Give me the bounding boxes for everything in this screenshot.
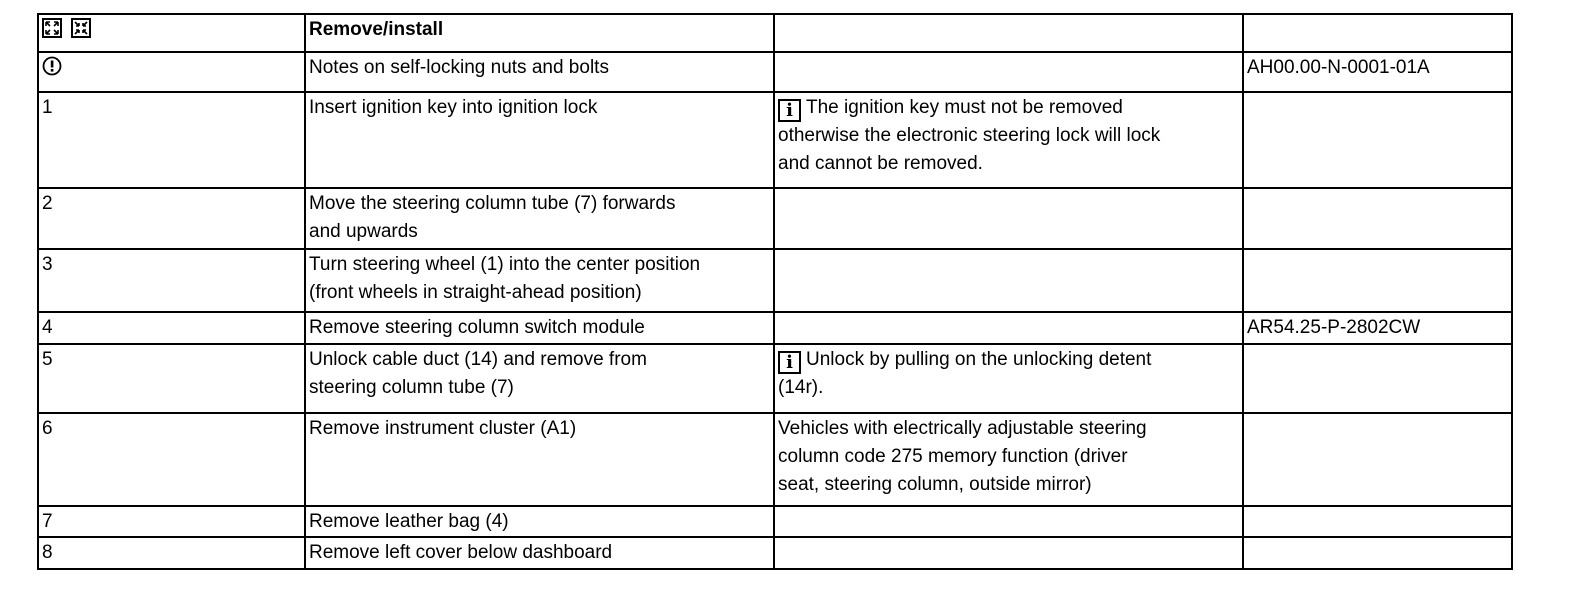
step-action-line: (front wheels in straight-ahead position… bbox=[309, 282, 642, 303]
step-action: Remove steering column switch module bbox=[304, 311, 775, 345]
step-number: 4 bbox=[37, 311, 306, 345]
step-number: 2 bbox=[37, 187, 306, 250]
step-ref bbox=[1242, 343, 1513, 414]
step-ref bbox=[1242, 91, 1513, 189]
procedure-table: Remove/install Notes on self-locking nut… bbox=[37, 13, 1513, 570]
step-ref[interactable]: AR54.25-P-2802CW bbox=[1242, 311, 1513, 345]
step-action-line: Turn steering wheel (1) into the center … bbox=[309, 254, 701, 275]
notes-text: Notes on self-locking nuts and bolts bbox=[304, 51, 775, 93]
table-row: 6 Remove instrument cluster (A1) Vehicle… bbox=[37, 412, 1513, 507]
notes-icon-cell bbox=[37, 51, 306, 93]
step-ref bbox=[1242, 412, 1513, 507]
step-number: 8 bbox=[37, 536, 306, 570]
step-note-line: otherwise the electronic steering lock w… bbox=[778, 125, 1161, 146]
step-number: 1 bbox=[37, 91, 306, 189]
info-icon: i bbox=[778, 99, 801, 122]
step-note bbox=[773, 536, 1244, 570]
step-action-line: Remove steering column switch module bbox=[309, 317, 645, 338]
step-action: Turn steering wheel (1) into the center … bbox=[304, 248, 775, 313]
step-ref bbox=[1242, 187, 1513, 250]
step-number: 7 bbox=[37, 505, 306, 538]
notes-ref[interactable]: AH00.00-N-0001-01A bbox=[1242, 51, 1513, 93]
step-action: Move the steering column tube (7) forwar… bbox=[304, 187, 775, 250]
step-ref bbox=[1242, 248, 1513, 313]
caution-icon bbox=[42, 56, 62, 76]
step-note-line: seat, steering column, outside mirror) bbox=[778, 474, 1092, 495]
step-action-line: Remove instrument cluster (A1) bbox=[309, 418, 577, 439]
table-row: 8 Remove left cover below dashboard bbox=[37, 536, 1513, 570]
step-action: Remove left cover below dashboard bbox=[304, 536, 775, 570]
table-row: 2 Move the steering column tube (7) forw… bbox=[37, 187, 1513, 250]
step-note bbox=[773, 311, 1244, 345]
step-note-line: Vehicles with electrically adjustable st… bbox=[778, 418, 1147, 439]
step-note-line: and cannot be removed. bbox=[778, 153, 983, 174]
step-note-line: (14r). bbox=[778, 377, 824, 398]
step-action-line: Remove leather bag (4) bbox=[309, 511, 509, 532]
step-action: Remove instrument cluster (A1) bbox=[304, 412, 775, 507]
step-note-line: column code 275 memory function (driver bbox=[778, 446, 1128, 467]
step-action: Insert ignition key into ignition lock bbox=[304, 91, 775, 189]
step-ref bbox=[1242, 536, 1513, 570]
step-action-line: steering column tube (7) bbox=[309, 377, 514, 398]
header-note-cell bbox=[773, 13, 1244, 53]
step-action-line: Insert ignition key into ignition lock bbox=[309, 97, 598, 118]
step-number: 3 bbox=[37, 248, 306, 313]
step-action-line: and upwards bbox=[309, 221, 418, 242]
step-action: Remove leather bag (4) bbox=[304, 505, 775, 538]
step-ref bbox=[1242, 505, 1513, 538]
collapse-icon[interactable] bbox=[71, 18, 92, 38]
table-row: 3 Turn steering wheel (1) into the cente… bbox=[37, 248, 1513, 313]
header-row: Remove/install bbox=[37, 13, 1513, 53]
table-row: 4 Remove steering column switch module A… bbox=[37, 311, 1513, 345]
header-title: Remove/install bbox=[304, 13, 775, 53]
step-action: Unlock cable duct (14) and remove from s… bbox=[304, 343, 775, 414]
step-note bbox=[773, 187, 1244, 250]
header-ref-cell bbox=[1242, 13, 1513, 53]
step-note bbox=[773, 248, 1244, 313]
table-row: 1 Insert ignition key into ignition lock… bbox=[37, 91, 1513, 189]
step-action-line: Unlock cable duct (14) and remove from bbox=[309, 349, 647, 370]
step-note bbox=[773, 505, 1244, 538]
notes-row: Notes on self-locking nuts and bolts AH0… bbox=[37, 51, 1513, 93]
table-row: 7 Remove leather bag (4) bbox=[37, 505, 1513, 538]
table-row: 5 Unlock cable duct (14) and remove from… bbox=[37, 343, 1513, 414]
step-action-line: Remove left cover below dashboard bbox=[309, 542, 613, 563]
step-note: Vehicles with electrically adjustable st… bbox=[773, 412, 1244, 507]
step-number: 6 bbox=[37, 412, 306, 507]
info-icon: i bbox=[778, 351, 801, 374]
step-action-line: Move the steering column tube (7) forwar… bbox=[309, 193, 676, 214]
expand-icon[interactable] bbox=[42, 18, 62, 38]
header-icons-cell bbox=[37, 13, 306, 53]
notes-note-cell bbox=[773, 51, 1244, 93]
step-number: 5 bbox=[37, 343, 306, 414]
